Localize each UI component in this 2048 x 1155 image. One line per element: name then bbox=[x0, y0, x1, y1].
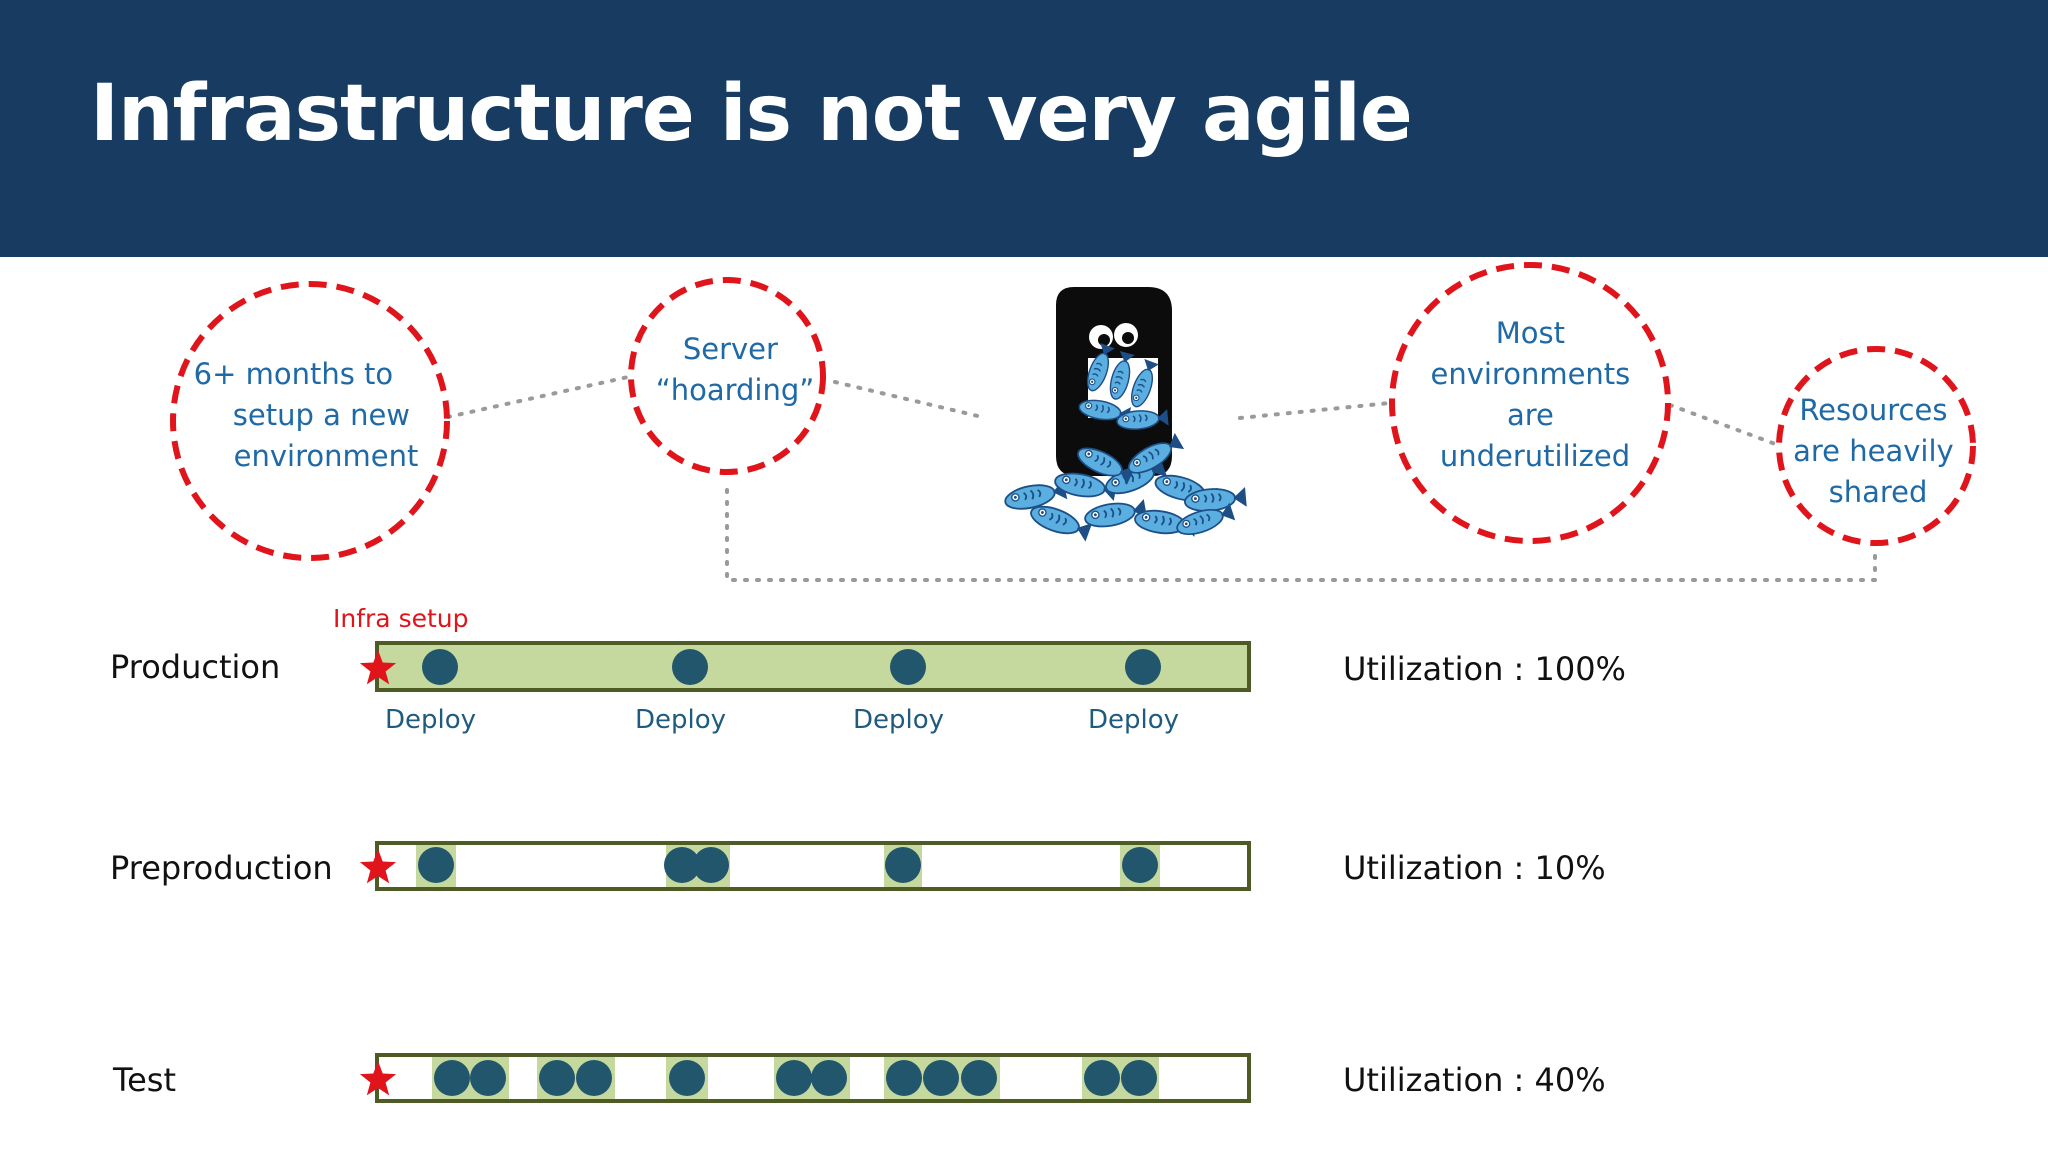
deploy-label: Deploy bbox=[853, 705, 944, 735]
circle-text-line: Server bbox=[683, 332, 778, 366]
deploy-dot bbox=[811, 1060, 847, 1096]
deploy-label: Deploy bbox=[385, 705, 476, 735]
env-row-production: Production Utilization : 100% bbox=[110, 641, 1626, 692]
deploy-dot bbox=[886, 1060, 922, 1096]
deploy-dot bbox=[1125, 649, 1161, 685]
deploy-dot bbox=[1084, 1060, 1120, 1096]
deploy-dot bbox=[434, 1060, 470, 1096]
env-label: Production bbox=[110, 648, 280, 686]
circle-text-line: are heavily bbox=[1793, 434, 1954, 468]
circle-text-line: setup a new bbox=[233, 398, 410, 432]
deploy-dot bbox=[890, 649, 926, 685]
infra-setup-label: Infra setup bbox=[333, 604, 469, 633]
deploy-dot bbox=[885, 847, 921, 883]
infra-setup-star-icon bbox=[359, 849, 397, 884]
deploy-dot bbox=[576, 1060, 612, 1096]
deploy-dot bbox=[672, 649, 708, 685]
deploy-dot bbox=[776, 1060, 812, 1096]
deploy-dot bbox=[669, 1060, 705, 1096]
connector-3-4 bbox=[1668, 403, 1780, 447]
callout-circle-underutilized: Most environments are underutilized bbox=[1389, 262, 1671, 544]
svg-text:6+ months to setup a new: 6+ months to setup a new environment bbox=[194, 357, 420, 473]
deploy-dot bbox=[1122, 847, 1158, 883]
utilization-label: Utilization : 10% bbox=[1343, 849, 1606, 887]
penguin-hoarding-fish-icon bbox=[1002, 287, 1248, 544]
infra-setup-star-icon bbox=[359, 650, 397, 685]
dotted-connectors bbox=[446, 375, 1877, 582]
circle-text-line: Resources bbox=[1799, 393, 1947, 427]
circle-text-line: underutilized bbox=[1440, 439, 1630, 473]
connector-illustration-3 bbox=[1238, 401, 1392, 420]
infra-setup-star-icon bbox=[359, 1061, 397, 1096]
circle-text-line: Most bbox=[1496, 316, 1565, 350]
circle-text-line: are bbox=[1507, 398, 1554, 432]
timeline-bar bbox=[375, 641, 1251, 692]
env-label: Test bbox=[112, 1061, 176, 1099]
circle-text-line: 6+ months to bbox=[194, 357, 394, 391]
svg-text:Server “hoarding”: Server “hoarding” bbox=[656, 332, 815, 407]
env-row-test: Test Utilization : 40% bbox=[112, 1053, 1606, 1103]
deploy-dot bbox=[664, 847, 700, 883]
callout-circle-setup: 6+ months to setup a new environment bbox=[170, 281, 450, 561]
utilization-label: Utilization : 100% bbox=[1343, 650, 1626, 688]
deploy-dot bbox=[422, 649, 458, 685]
circle-text-line: environments bbox=[1430, 357, 1630, 391]
callout-circle-hoarding: Server “hoarding” bbox=[628, 277, 826, 475]
deploy-dot bbox=[693, 847, 729, 883]
deploy-dot bbox=[923, 1060, 959, 1096]
page-title: Infrastructure is not very agile bbox=[90, 69, 1413, 159]
title-banner bbox=[0, 0, 2048, 257]
circle-text-line: “hoarding” bbox=[656, 373, 815, 407]
circle-text-line: environment bbox=[234, 439, 419, 473]
deploy-dot bbox=[961, 1060, 997, 1096]
deploy-dot bbox=[470, 1060, 506, 1096]
timeline-bar bbox=[375, 841, 1251, 891]
env-row-preproduction: Preproduction Utilization : 10% bbox=[110, 841, 1606, 891]
svg-text:Resources are heavily: Resources are heavily shared bbox=[1793, 393, 1963, 509]
callout-circle-shared: Resources are heavily shared bbox=[1776, 346, 1976, 546]
deploy-dot bbox=[1121, 1060, 1157, 1096]
connector-hoarding-shared bbox=[725, 488, 1877, 582]
connector-1-2 bbox=[446, 375, 630, 419]
env-label: Preproduction bbox=[110, 849, 333, 887]
circle-text-line: shared bbox=[1829, 475, 1928, 509]
deploy-label: Deploy bbox=[1088, 705, 1179, 735]
svg-text:Most environments: Most environments are underutilized bbox=[1430, 316, 1639, 473]
deploy-dot bbox=[539, 1060, 575, 1096]
utilization-label: Utilization : 40% bbox=[1343, 1061, 1606, 1099]
deploy-label: Deploy bbox=[635, 705, 726, 735]
deploy-marks: Deploy Deploy Deploy Deploy bbox=[359, 649, 1179, 1099]
connector-2-illustration bbox=[833, 380, 984, 419]
deploy-dot bbox=[418, 847, 454, 883]
